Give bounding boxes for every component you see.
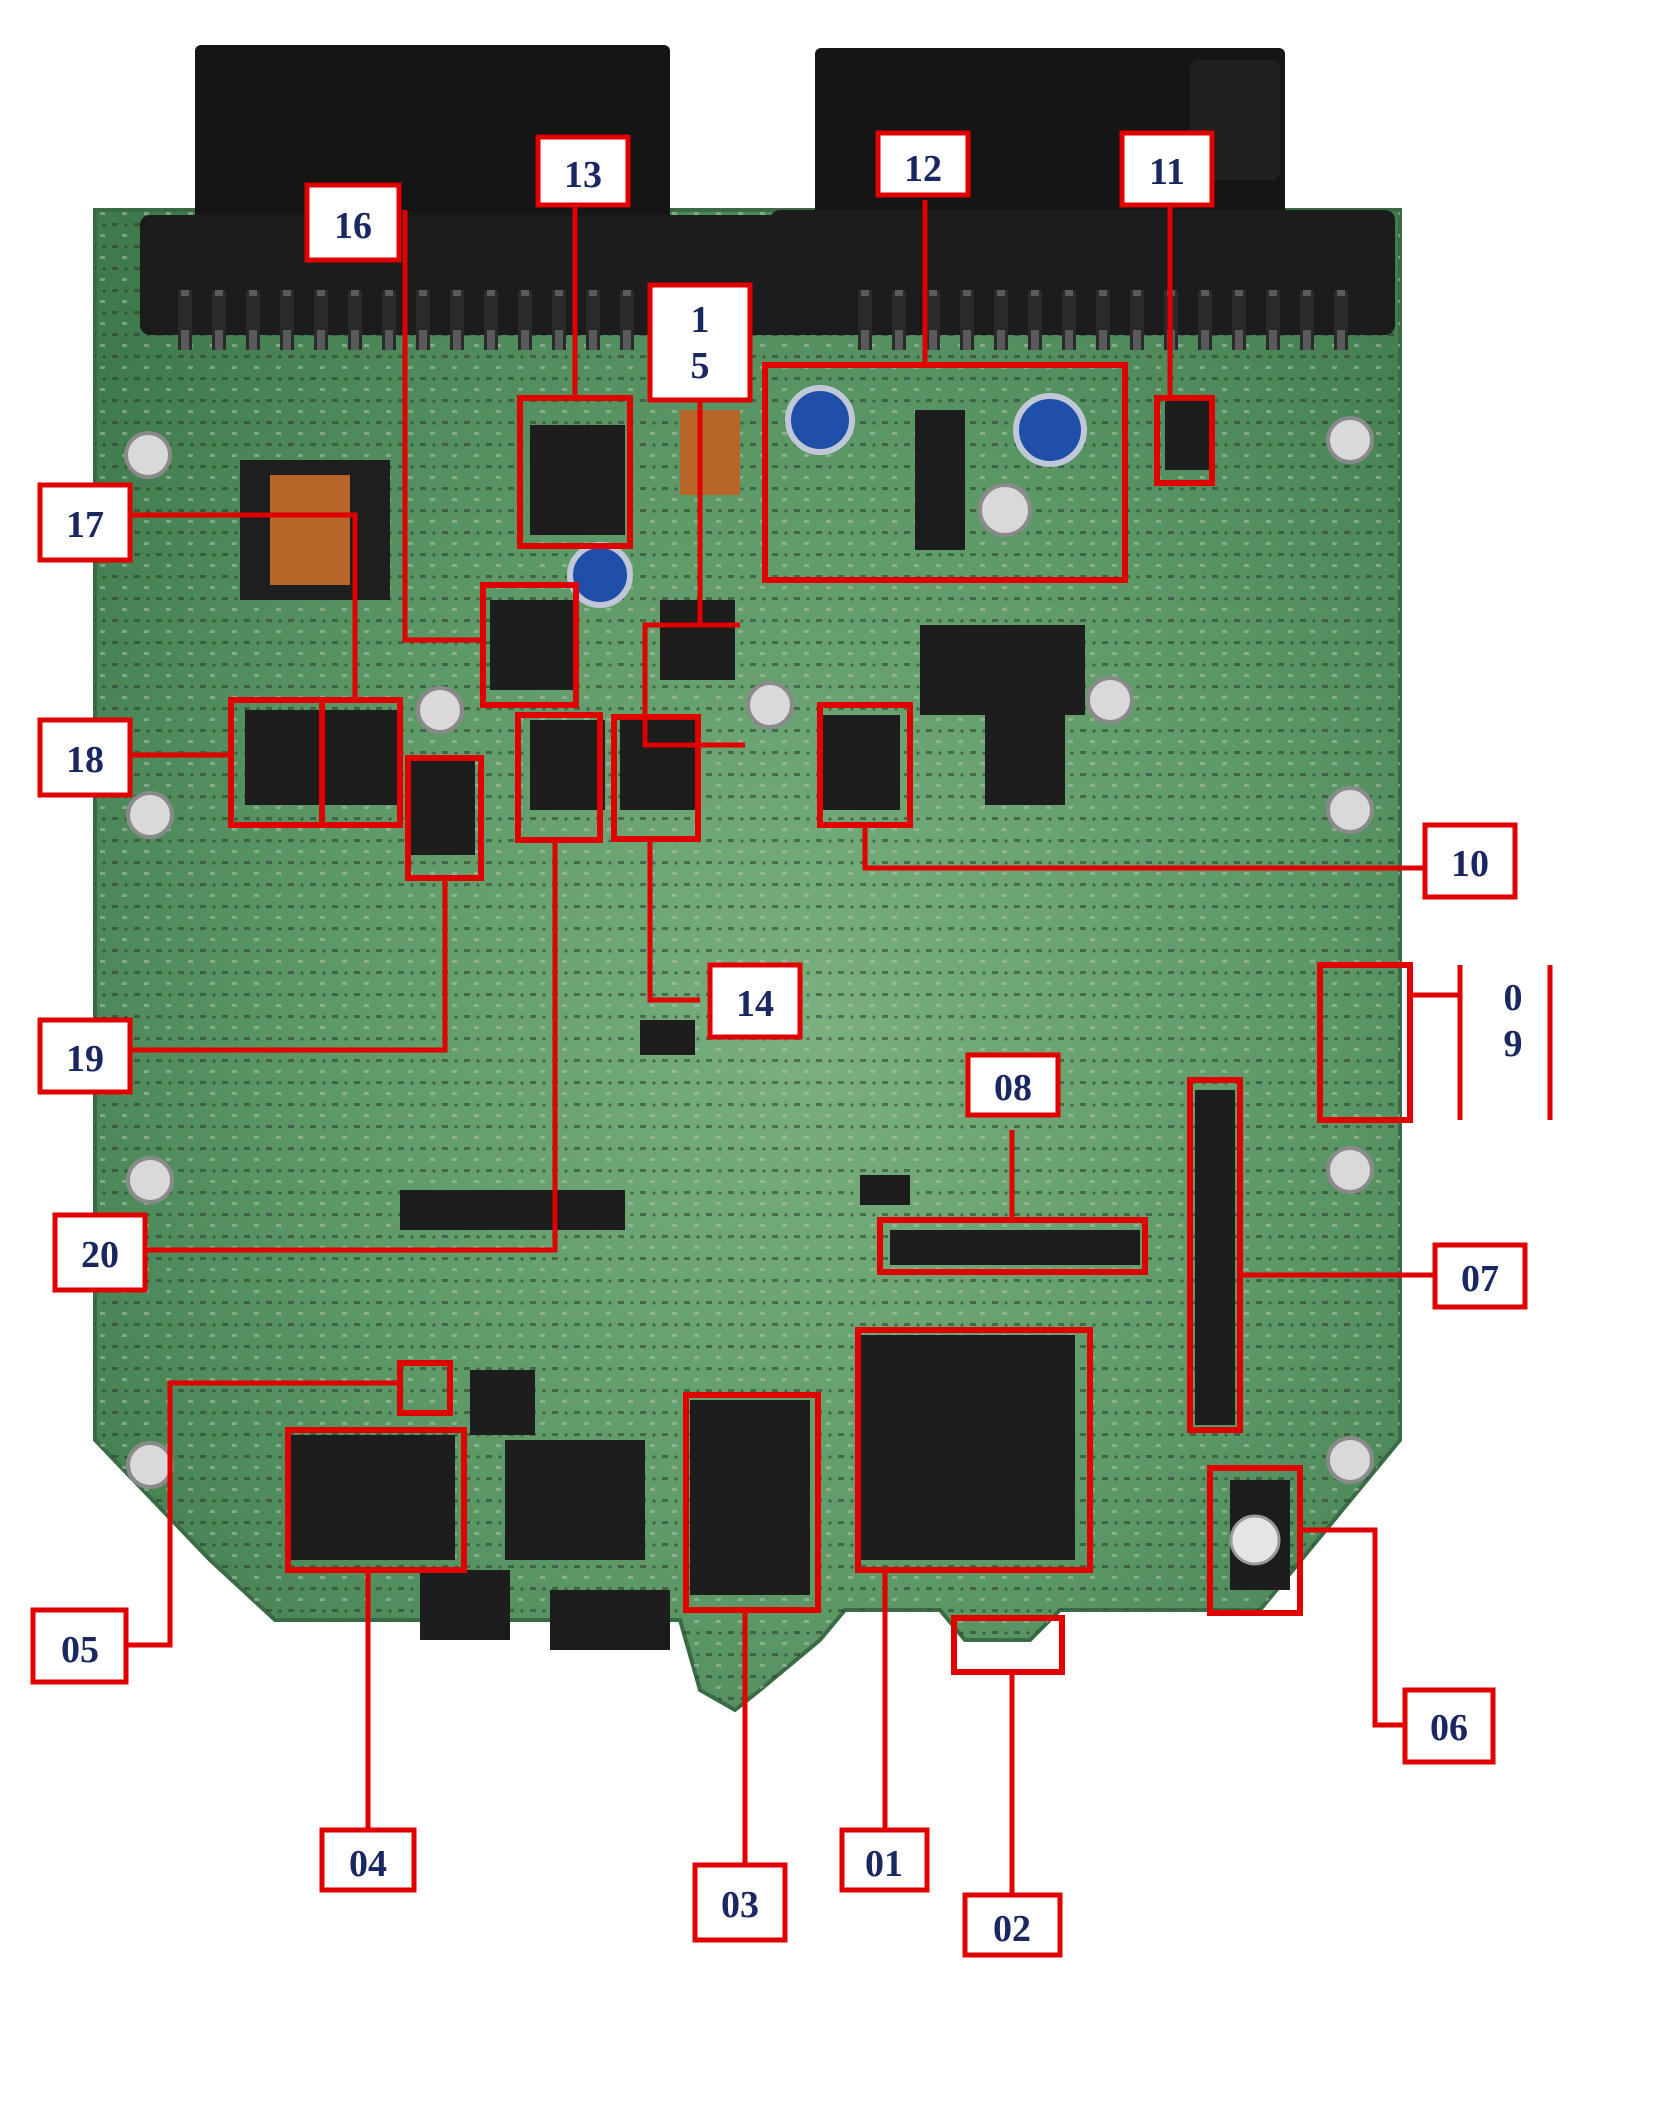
svg-text:13: 13 bbox=[564, 154, 602, 196]
callout-04: 04 bbox=[319, 1827, 417, 1893]
svg-text:16: 16 bbox=[334, 205, 372, 247]
callout-03: 03 bbox=[692, 1862, 788, 1943]
svg-text:17: 17 bbox=[66, 504, 104, 546]
svg-text:02: 02 bbox=[993, 1908, 1031, 1950]
callout-08: 08 bbox=[965, 1052, 1061, 1118]
callout-16: 16 bbox=[304, 182, 402, 263]
callout-18: 18 bbox=[37, 717, 133, 798]
callout-10: 10 bbox=[1422, 822, 1518, 900]
chips bbox=[245, 400, 1290, 1650]
svg-text:04: 04 bbox=[349, 1843, 387, 1885]
trimmer bbox=[1229, 1514, 1281, 1566]
callout-06: 06 bbox=[1402, 1687, 1496, 1765]
svg-text:01: 01 bbox=[865, 1843, 903, 1885]
svg-text:09: 09 bbox=[1504, 977, 1523, 1065]
callout-20: 20 bbox=[52, 1212, 148, 1293]
svg-text:11: 11 bbox=[1149, 151, 1185, 193]
svg-text:18: 18 bbox=[66, 739, 104, 781]
svg-text:05: 05 bbox=[61, 1629, 99, 1671]
mounting-holes bbox=[124, 416, 1374, 1489]
connector-right bbox=[770, 48, 1395, 350]
svg-text:19: 19 bbox=[66, 1038, 104, 1080]
callout-01: 01 bbox=[839, 1827, 930, 1893]
svg-text:07: 07 bbox=[1461, 1258, 1499, 1300]
svg-text:20: 20 bbox=[81, 1234, 119, 1276]
callout-17: 17 bbox=[37, 482, 133, 563]
callout-05: 05 bbox=[30, 1607, 129, 1685]
svg-text:06: 06 bbox=[1430, 1707, 1468, 1749]
callout-07: 07 bbox=[1432, 1242, 1528, 1310]
callout-19: 19 bbox=[37, 1017, 133, 1095]
svg-text:15: 15 bbox=[691, 299, 710, 387]
callout-12: 12 bbox=[875, 130, 971, 198]
callout-11: 11 bbox=[1119, 130, 1215, 208]
inductor bbox=[240, 410, 740, 600]
svg-text:10: 10 bbox=[1451, 843, 1489, 885]
callout-14: 14 bbox=[707, 962, 803, 1040]
svg-text:14: 14 bbox=[736, 983, 774, 1025]
svg-text:08: 08 bbox=[994, 1067, 1032, 1109]
svg-text:12: 12 bbox=[904, 148, 942, 190]
leader-lines bbox=[90, 200, 1553, 1895]
callout-13: 13 bbox=[535, 134, 631, 208]
capacitors bbox=[567, 385, 1087, 608]
callout-02: 02 bbox=[962, 1892, 1063, 1958]
callout-labels: 01 02 03 04 05 06 07 08 bbox=[30, 130, 1528, 1958]
svg-text:03: 03 bbox=[721, 1884, 759, 1926]
